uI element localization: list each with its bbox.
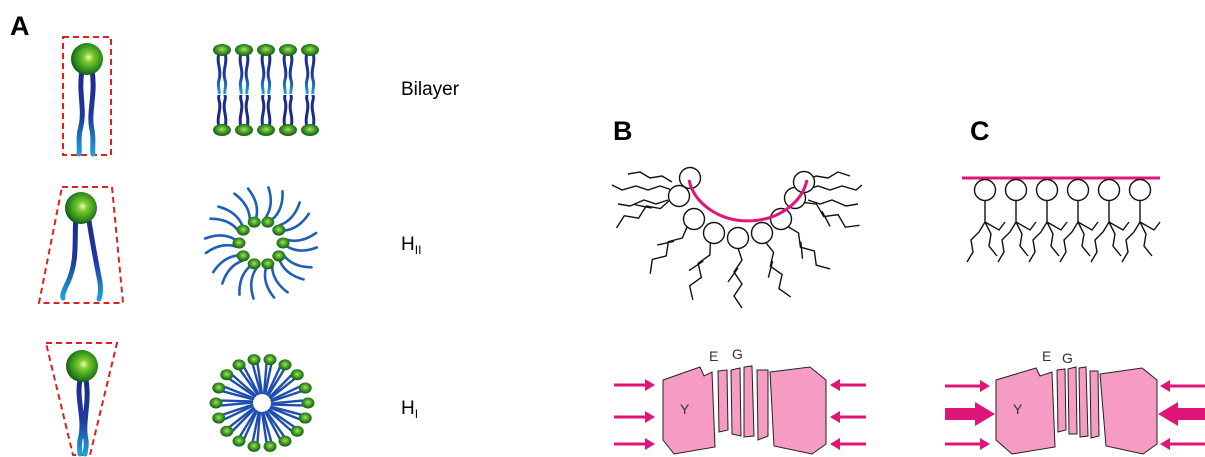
phase-label-hii: HII	[401, 235, 421, 256]
panel-b-protein	[614, 366, 866, 454]
phase-label-bilayer: Bilayer	[401, 80, 459, 99]
cone-lipid	[39, 187, 123, 303]
protein-label-e-c: E	[1042, 349, 1051, 363]
panel-a	[39, 37, 319, 455]
bilayer-diagram	[213, 44, 319, 136]
panel-b-curved-membrane	[612, 168, 862, 309]
cylinder-lipid	[63, 37, 111, 155]
hexagonal-ii-diagram	[205, 188, 317, 299]
protein-label-g-c: G	[1062, 351, 1073, 365]
protein-label-y-b: Y	[680, 402, 689, 416]
protein-label-y-c: Y	[1013, 402, 1022, 416]
panel-c-flat-membrane	[962, 178, 1160, 262]
panel-c-protein	[945, 367, 1205, 454]
protein-label-e-b: E	[709, 349, 718, 363]
protein-label-g-b: G	[732, 347, 743, 361]
panel-label-a: A	[10, 13, 30, 40]
inverted-cone-lipid	[46, 343, 117, 455]
hexagonal-i-micelle-diagram	[210, 354, 315, 452]
panel-label-c: C	[970, 118, 990, 145]
panel-label-b: B	[613, 118, 633, 145]
phase-label-hi: HI	[401, 399, 418, 420]
